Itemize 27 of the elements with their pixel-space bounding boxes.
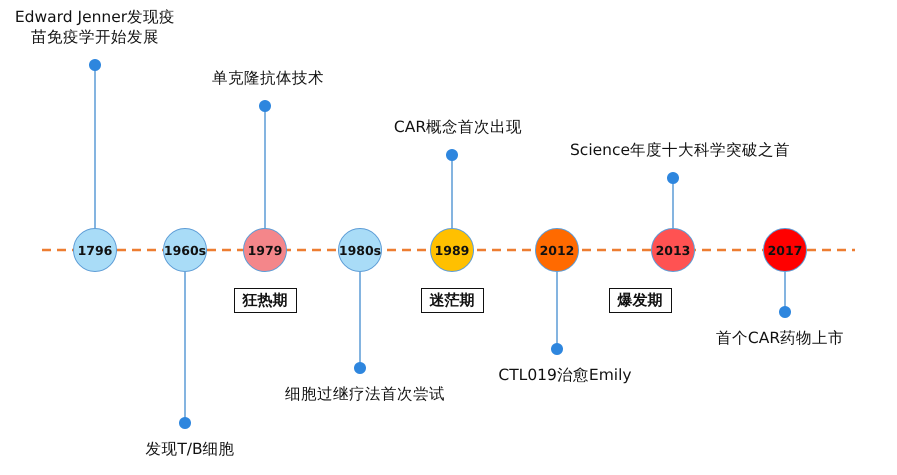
leader-line — [779, 272, 791, 318]
year-circle: 1980s — [338, 228, 382, 272]
period-label: 爆发期 — [608, 288, 672, 312]
event-text: 首个CAR药物上市 — [714, 328, 846, 348]
event-text: CAR概念首次出现 — [392, 117, 524, 138]
leader-line — [89, 59, 101, 228]
period-label: 迷茫期 — [420, 288, 484, 312]
year-circle: 1960s — [163, 228, 207, 272]
event-text: CTL019治愈Emily — [497, 365, 633, 386]
event-text: Edward Jenner发现疫苗免疫学开始发展 — [14, 7, 176, 48]
leader-line — [354, 272, 366, 374]
leader-line — [446, 149, 458, 228]
leader-line — [667, 172, 679, 228]
leader-line — [179, 272, 191, 429]
year-circle: 2012 — [535, 228, 579, 272]
year-circle: 2017 — [763, 228, 807, 272]
event-text: 细胞过继疗法首次尝试 — [284, 384, 446, 404]
event-text: 单克隆抗体技术 — [211, 68, 325, 88]
period-label: 狂热期 — [234, 288, 296, 312]
event-text: Science年度十大科学突破之首 — [568, 140, 792, 160]
year-circle: 1989 — [430, 228, 474, 272]
leader-line — [551, 272, 563, 355]
year-circle: 2013 — [651, 228, 695, 272]
year-circle: 1979 — [243, 228, 287, 272]
leader-line — [259, 100, 271, 228]
event-text: 发现T/B细胞 — [144, 439, 236, 460]
year-circle: 1796 — [73, 228, 117, 272]
